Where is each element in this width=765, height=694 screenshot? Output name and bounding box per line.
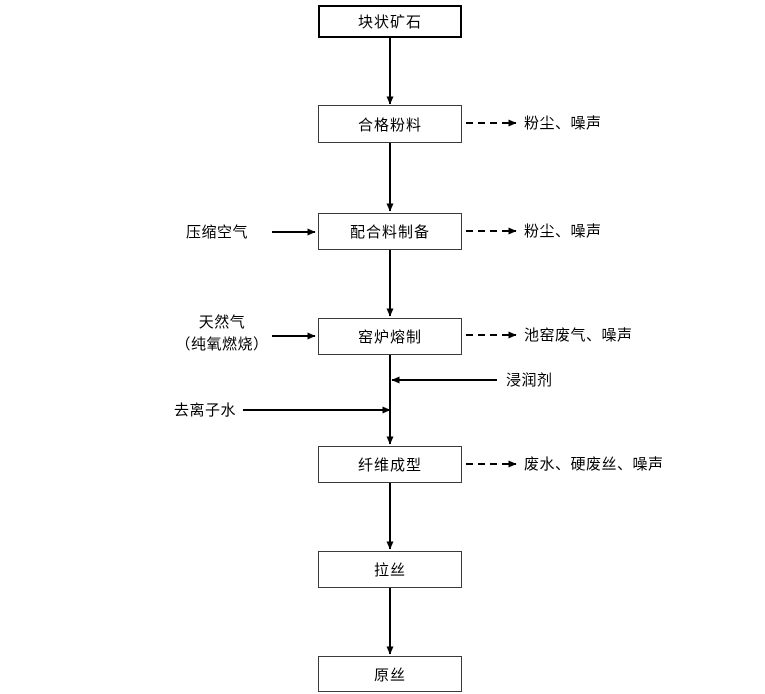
node-batch-preparation[interactable]: 配合料制备 [318,213,462,250]
input-label-compressed-air: 压缩空气 [186,223,249,241]
input-label-natural-gas: 天然气 [198,313,246,331]
input-label-sizing-agent: 浸润剂 [506,371,553,389]
node-raw-strand-label: 原丝 [373,665,406,684]
node-block-ore-label: 块状矿石 [357,13,422,31]
output-label-forming-emissions: 废水、硬废丝、噪声 [524,455,664,473]
node-fiber-forming-label: 纤维成型 [357,456,422,474]
output-label-furnace-emissions: 池窑废气、噪声 [524,326,633,344]
node-wire-drawing[interactable]: 拉丝 [318,551,462,588]
output-label-powder-emissions: 粉尘、噪声 [524,114,602,132]
node-furnace-melting-label: 窑炉熔制 [357,328,422,346]
node-block-ore[interactable]: 块状矿石 [318,5,462,38]
node-fiber-forming[interactable]: 纤维成型 [318,446,462,483]
node-wire-drawing-label: 拉丝 [373,561,406,579]
node-furnace-melting[interactable]: 窑炉熔制 [318,318,462,355]
input-label-deionized-water: 去离子水 [174,401,237,419]
output-label-batch-emissions: 粉尘、噪声 [524,222,602,240]
node-raw-strand[interactable]: 原丝 [318,656,462,692]
node-qualified-powder[interactable]: 合格粉料 [318,105,462,143]
input-label-oxygen-combustion: （纯氧燃烧） [175,335,269,353]
node-qualified-powder-label: 合格粉料 [357,115,422,134]
node-batch-preparation-label: 配合料制备 [349,223,430,241]
